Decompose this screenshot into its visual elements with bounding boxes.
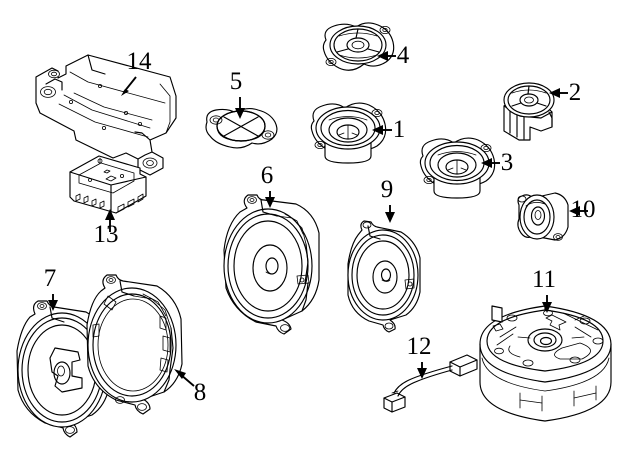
- part-12-wiring-harness-cable: [383, 354, 478, 413]
- callout-number-9: 9: [381, 176, 394, 203]
- callout-number-2: 2: [569, 79, 582, 106]
- part-3-door-speaker-midrange-alt: [419, 137, 496, 199]
- leader-1: [372, 125, 392, 135]
- part-8-speaker-mounting-bracket-ring: [86, 274, 183, 415]
- part-10-tweeter-small: [517, 192, 569, 241]
- callout-number-1: 1: [393, 116, 406, 143]
- part-13-amplifier-module: [69, 155, 147, 214]
- leader-12: [417, 362, 427, 379]
- callout-number-11: 11: [532, 266, 556, 293]
- callout-number-5: 5: [230, 68, 243, 95]
- part-6-front-door-speaker-assembly: [223, 194, 320, 335]
- leader-11: [542, 295, 552, 313]
- part-9-round-speaker: [347, 220, 421, 333]
- part-14-amplifier-mounting-bracket: [35, 54, 177, 176]
- part-4-dash-speaker-grille: [322, 22, 395, 71]
- leader-8: [174, 369, 195, 387]
- leader-7: [48, 294, 58, 311]
- callout-number-13: 13: [94, 221, 119, 248]
- leader-5: [235, 97, 245, 119]
- leader-2: [549, 88, 568, 98]
- callout-number-6: 6: [261, 162, 274, 189]
- callout-number-14: 14: [127, 48, 153, 75]
- part-5-tweeter-oval-flange: [205, 107, 278, 149]
- callout-number-3: 3: [501, 149, 514, 176]
- leader-4: [377, 51, 396, 61]
- callout-number-4: 4: [397, 42, 410, 69]
- part-1-door-speaker-midrange: [310, 102, 387, 164]
- leader-9: [385, 205, 395, 223]
- leader-3: [481, 158, 500, 168]
- part-11-subwoofer-cylindrical: [479, 305, 612, 422]
- part-2-small-speaker-with-connector: [503, 82, 555, 141]
- callout-number-7: 7: [44, 265, 57, 292]
- callout-number-10: 10: [571, 196, 596, 223]
- leader-6: [265, 191, 275, 208]
- leader-13: [105, 209, 115, 232]
- leader-14: [121, 76, 137, 96]
- leader-10: [569, 206, 588, 216]
- callout-number-8: 8: [194, 379, 207, 406]
- callout-number-12: 12: [407, 333, 432, 360]
